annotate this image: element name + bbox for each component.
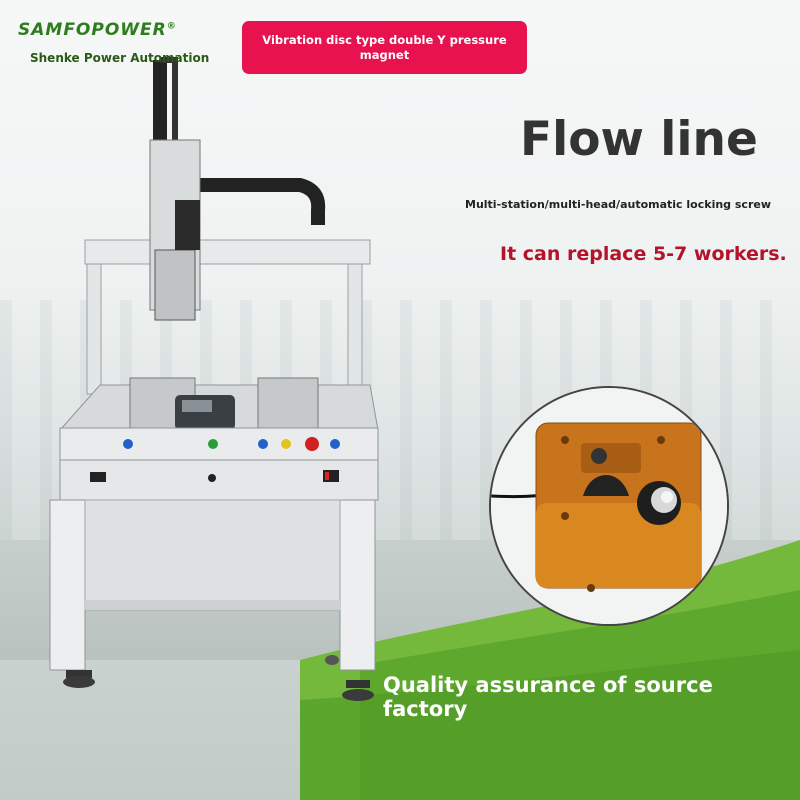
product-badge: Vibration disc type double Y pressure ma… bbox=[242, 21, 527, 74]
feature-subheadline: Multi-station/multi-head/automatic locki… bbox=[465, 198, 771, 211]
fixture-detail-circle bbox=[489, 386, 729, 626]
page-headline: Flow line bbox=[520, 112, 758, 167]
fixture-illustration bbox=[491, 388, 727, 624]
claim-text: It can replace 5-7 workers. bbox=[500, 243, 787, 265]
company-name: Shenke Power Automation bbox=[30, 51, 210, 65]
footer-slogan: Quality assurance of source factory bbox=[383, 673, 713, 721]
magnet-holder-icon bbox=[583, 475, 629, 496]
brand-logo: SAMFOPOWER® bbox=[18, 20, 177, 40]
